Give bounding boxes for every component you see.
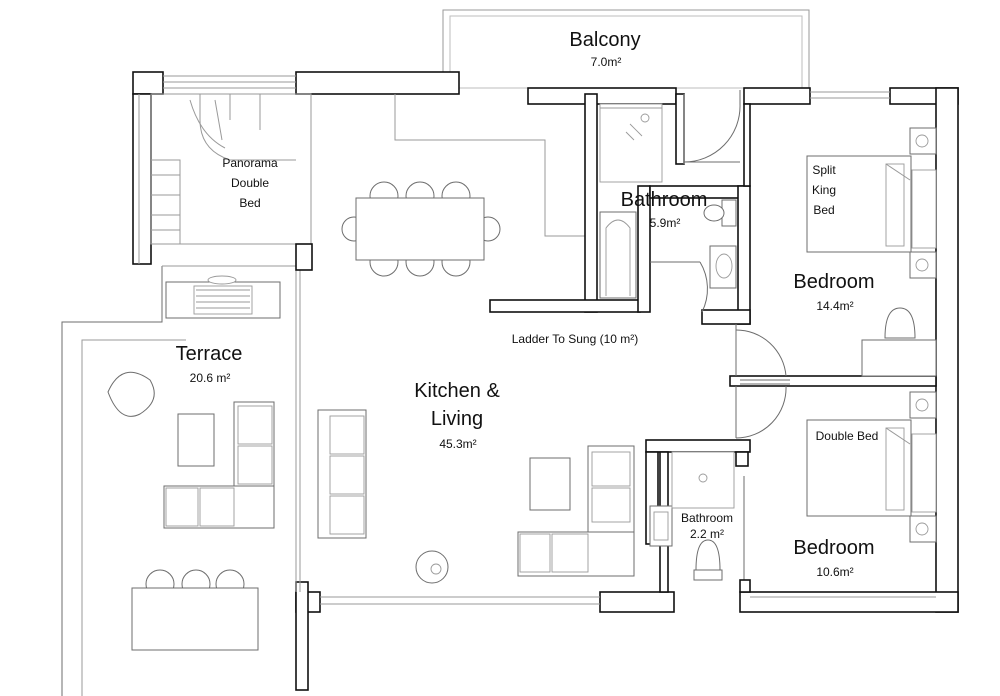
panorama-bed-line2: Double <box>231 176 269 190</box>
panorama-room <box>150 93 313 271</box>
bathroom-main-walls <box>489 93 751 325</box>
bedroom-2-area: 10.6m² <box>816 565 853 579</box>
panorama-bed-line3: Bed <box>239 196 260 210</box>
kitchen-area: 45.3m² <box>439 437 476 451</box>
terrace-area-label: 20.6 m² <box>190 371 231 385</box>
double-bed-label: Double Bed <box>816 429 879 443</box>
exterior-walls <box>132 71 959 691</box>
terrace-name: Terrace <box>176 343 243 365</box>
balcony-door <box>683 90 741 163</box>
split-bed-line1: Split <box>812 163 836 177</box>
bedroom-2-name: Bedroom <box>793 537 874 559</box>
bedroom-1-furniture <box>806 127 937 377</box>
living-sofa-corner <box>415 445 635 584</box>
small-bathroom-furniture <box>649 451 735 581</box>
bathroom-main-name: Bathroom <box>621 189 708 211</box>
living-sofa-left <box>317 409 367 539</box>
panorama-bed-line1: Panorama <box>222 156 278 170</box>
ladder-note: Ladder To Sung (10 m²) <box>512 332 639 346</box>
kitchen-name-line1: Kitchen & <box>414 380 500 402</box>
split-bed-line3: Bed <box>813 203 834 217</box>
bathroom-main-area: 5.9m² <box>650 216 681 230</box>
balcony-name: Balcony <box>569 29 640 51</box>
kitchen-name-line2: Living <box>431 408 483 430</box>
terrace-furniture <box>107 275 281 651</box>
bedroom-1-area: 14.4m² <box>816 299 853 313</box>
split-bed-line2: King <box>812 183 836 197</box>
bathroom-small-name: Bathroom <box>681 511 733 525</box>
bedroom-1-name: Bedroom <box>793 271 874 293</box>
terrace-area <box>61 264 301 696</box>
bathroom-small-area: 2.2 m² <box>690 527 724 541</box>
balcony-area-label: 7.0m² <box>591 55 622 69</box>
dining-table <box>341 181 501 277</box>
bedroom-2-furniture <box>806 391 937 543</box>
